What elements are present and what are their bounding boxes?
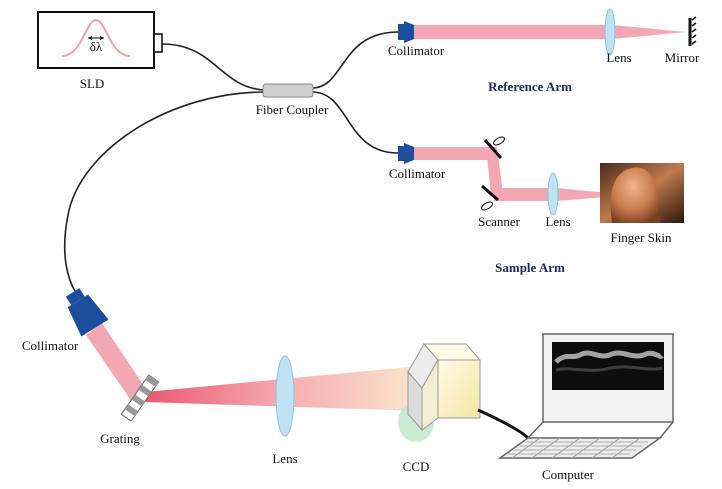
collimator-spectrometer [65,288,109,337]
spectrometer [65,288,530,442]
oct-image-trace [554,350,664,364]
sld-label: SLD [80,76,105,91]
scanner-label: Scanner [478,214,521,229]
fiber-coupler [262,83,314,98]
lens-reference-label: Lens [606,50,631,65]
laptop-keyboard [497,437,663,459]
collimator-reference [398,21,414,43]
fiber-coupler-label: Fiber Coupler [256,102,329,117]
scanner-mirror-2 [481,184,499,211]
sample-beam-3 [494,188,552,201]
ccd-label: CCD [403,459,430,474]
lens-reference [604,8,616,56]
grating-label: Grating [100,431,140,446]
sld-connector [153,33,163,53]
sample-beam-2 [486,147,503,194]
sample-beam-1 [412,147,496,160]
collimator-spectrometer-label: Collimator [22,338,79,353]
lens-spectrometer [275,355,295,437]
ccd-cable [477,408,530,440]
sld-source: δλ [37,11,163,69]
computer-label: Computer [542,467,595,482]
collimator-sample-label: Collimator [389,166,446,181]
sample-arm-title: Sample Arm [495,260,565,275]
collimator-sample [398,143,414,164]
mirror-reference [688,16,697,46]
collimator-reference-label: Collimator [388,43,445,58]
sample-beam-focus [556,188,630,201]
reference-beam-focus [612,25,686,39]
reference-arm [398,8,697,56]
spectrometer-beam-collimated [86,323,148,402]
fiber-sld-to-coupler [161,43,266,91]
fiber-coupler-to-spectrometer [63,91,266,294]
scanner-mirror-1 [483,136,505,159]
gaussian-spectrum-curve [61,18,131,57]
diffraction-grating [120,374,160,422]
lens-spectrometer-label: Lens [272,451,297,466]
computer-laptop [497,333,674,459]
lens-sample-label: Lens [545,214,570,229]
reference-arm-title: Reference Arm [488,79,572,94]
sample-arm [398,136,684,223]
ccd-camera [398,343,482,442]
mirror-label: Mirror [665,50,700,65]
lens-sample [547,172,559,216]
reference-beam [412,25,608,39]
finger-skin-label: Finger Skin [610,230,672,245]
fiber-coupler-to-sample [311,91,399,154]
finger-skin-photo [600,163,684,223]
optical-fibers [63,31,399,294]
delta-lambda-label: δλ [90,39,103,54]
laptop-screen [552,342,664,390]
fiber-coupler-to-reference [311,31,399,89]
